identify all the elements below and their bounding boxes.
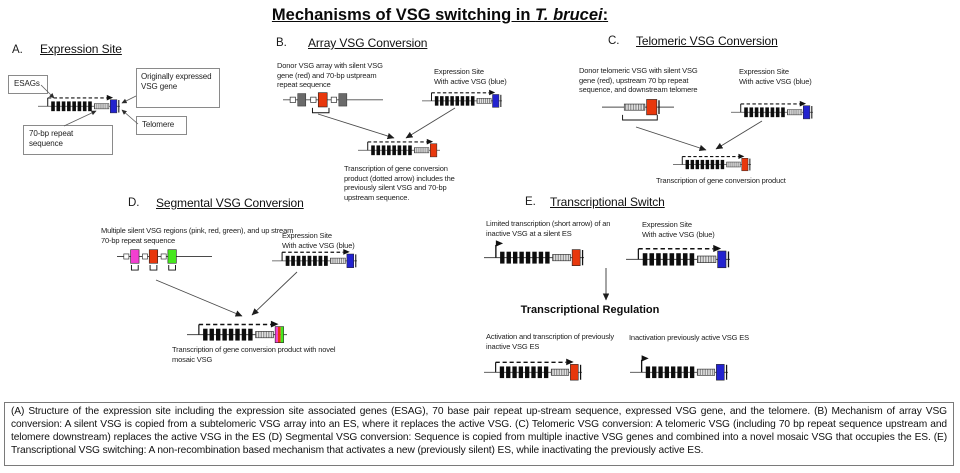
panel-d-heading: Segmental VSG Conversion: [156, 196, 304, 210]
callout-70bp-repeat: 70-bp repeat sequence: [23, 125, 113, 155]
e-activation-label: Activation and transcription of previous…: [486, 332, 614, 351]
panel-c-convergence-lines: [635, 120, 763, 152]
panel-c-letter: C.: [608, 35, 620, 47]
c-expression-site-construct: [731, 97, 813, 121]
callout-esags: ESAGs: [8, 75, 48, 94]
panel-d-convergence-lines: [155, 271, 298, 317]
b-product-label: Transcription of gene conversion product…: [344, 164, 455, 202]
panel-c-heading: Telomeric VSG Conversion: [636, 34, 778, 48]
c-donor-label: Donor telomeric VSG with silent VSG gene…: [579, 66, 698, 95]
panel-b-letter: B.: [276, 37, 287, 49]
d-expression-site-construct: [272, 245, 357, 269]
b-expression-site-construct: [422, 86, 502, 109]
callout-originally-expressed-vsg: Originally expressed VSG gene: [136, 68, 220, 108]
e-silent-es-label: Limited transcription (short arrow) of a…: [486, 219, 611, 238]
e-inactivated-es-construct: [630, 354, 728, 382]
d-product-label: Transcription of gene conversion product…: [172, 345, 336, 364]
c-donor-telomeric-construct: [602, 96, 674, 123]
figure-caption: (A) Structure of the expression site inc…: [4, 402, 954, 466]
b-donor-label: Donor VSG array with silent VSG gene (re…: [277, 61, 383, 90]
panel-a-heading: Expression Site: [40, 42, 122, 56]
b-es-label: Expression Site With active VSG (blue): [434, 67, 507, 86]
e-regulation-label: Transcriptional Regulation: [520, 304, 660, 316]
panel-d-letter: D.: [128, 197, 140, 209]
title-species: T. brucei: [535, 6, 603, 24]
title-suffix: :: [602, 6, 609, 24]
e-es-label: Expression Site With active VSG (blue): [642, 220, 715, 239]
b-donor-array-construct: [283, 90, 383, 117]
c-es-label: Expression Site With active VSG (blue): [739, 67, 812, 86]
panel-e-heading: Transcriptional Switch: [550, 195, 665, 209]
panel-e-letter: E.: [525, 196, 536, 208]
d-es-label: Expression Site With active VSG (blue): [282, 231, 355, 250]
page-title: Mechanisms of VSG switching in T. brucei…: [100, 6, 780, 25]
callout-telomere: Telomere: [136, 116, 187, 135]
d-donor-segmental-construct: [117, 248, 212, 273]
e-active-es-construct: [626, 240, 730, 270]
title-prefix: Mechanisms of VSG switching in: [271, 6, 536, 24]
d-donor-label: Multiple silent VSG regions (pink, red, …: [101, 226, 294, 245]
expression-site-construct: [38, 91, 120, 115]
panel-a-letter: A.: [12, 44, 23, 56]
e-silent-es-construct: [484, 239, 584, 268]
e-activated-es-construct: [484, 354, 582, 382]
e-inactivation-label: Inactivation previously active VSG ES: [629, 333, 749, 342]
c-product-construct: [673, 150, 751, 172]
c-product-label: Transcription of gene conversion product: [656, 176, 786, 185]
panel-b-heading: Array VSG Conversion: [308, 36, 428, 50]
b-product-construct: [358, 135, 440, 159]
d-product-mosaic-construct: [187, 316, 287, 345]
